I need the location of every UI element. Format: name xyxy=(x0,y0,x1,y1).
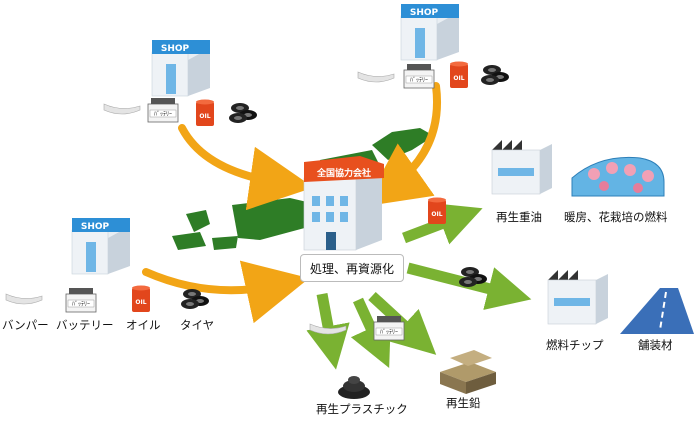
oil-tag: OIL xyxy=(453,75,464,82)
items-group-top-left: ﾊﾞｯﾃﾘｰ OIL xyxy=(103,97,257,126)
output-label-plastic: 再生プラスチック xyxy=(316,402,408,416)
lead-ingots-icon xyxy=(440,350,496,394)
collection-arrows xyxy=(142,82,441,324)
shop-sign-text: SHOP xyxy=(81,222,110,232)
item-label-oil: オイル xyxy=(126,318,161,332)
battery-icon xyxy=(403,63,435,89)
battery-tag: ﾊﾞｯﾃﾘｰ xyxy=(380,329,398,336)
item-label-tire: タイヤ xyxy=(180,318,215,332)
battery-tag: ﾊﾞｯﾃﾘｰ xyxy=(410,77,428,84)
oil-tag: OIL xyxy=(199,113,210,120)
battery-icon xyxy=(65,287,97,313)
shop-building-left: SHOP xyxy=(71,217,131,275)
item-label-bumper: バンパー xyxy=(2,318,49,332)
item-label-battery: バッテリー xyxy=(56,318,114,332)
bumper-icon xyxy=(357,71,395,83)
greenhouse-icon xyxy=(571,156,665,197)
output-label-fuel-chip: 燃料チップ xyxy=(546,338,604,352)
battery-tag: ﾊﾞｯﾃﾘｰ xyxy=(154,111,172,118)
bumper-icon xyxy=(103,103,141,115)
shop-sign-text: SHOP xyxy=(410,8,439,18)
battery-icon xyxy=(147,97,179,123)
oil-tag: OIL xyxy=(431,211,442,218)
fuel-chip-factory-icon xyxy=(547,269,609,325)
items-group-bottom-left: ﾊﾞｯﾃﾘｰ OIL xyxy=(5,285,209,313)
shop-sign-text: SHOP xyxy=(161,44,190,54)
process-label: 処理、再資源化 xyxy=(309,261,394,276)
items-group-top-right: ﾊﾞｯﾃﾘｰ OIL xyxy=(357,61,509,89)
battery-tag: ﾊﾞｯﾃﾘｰ xyxy=(72,301,90,308)
process-label-box: 処理、再資源化 xyxy=(300,254,404,282)
shop-building-top-right: SHOP xyxy=(400,3,460,61)
heavy-oil-factory-icon xyxy=(491,139,553,195)
output-label-lead: 再生鉛 xyxy=(446,396,481,410)
tires-icon xyxy=(481,65,509,85)
plastic-pellets-icon xyxy=(338,376,370,399)
tires-icon xyxy=(229,103,257,123)
factory-sign-text: 全国協力会社 xyxy=(316,167,371,179)
battery-icon xyxy=(373,315,405,341)
shop-building-top-left: SHOP xyxy=(151,39,211,97)
central-factory: 全国協力会社 xyxy=(303,156,384,251)
bumper-icon xyxy=(5,293,43,305)
oil-tag: OIL xyxy=(135,299,146,306)
output-label-heating-fuel: 暖房、花栽培の燃料 xyxy=(564,210,668,224)
road-icon xyxy=(620,288,694,334)
output-label-paving: 舗装材 xyxy=(638,338,673,352)
output-label-heavy-oil: 再生重油 xyxy=(496,210,542,224)
